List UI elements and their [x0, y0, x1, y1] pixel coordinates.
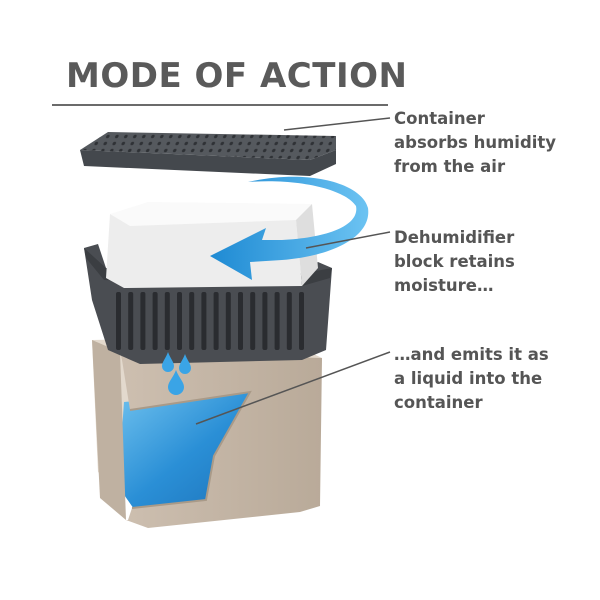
water-drops	[162, 352, 191, 395]
basket-slot	[213, 292, 219, 350]
callout-block: Dehumidifier block retains moisture…	[394, 226, 594, 298]
container-cutout-edge	[129, 390, 252, 509]
callout-line: absorbs humidity	[394, 133, 557, 152]
basket-slot	[201, 292, 207, 350]
basket-slot	[140, 292, 146, 350]
basket-slot	[286, 292, 292, 350]
block-front	[106, 214, 302, 288]
container-box	[92, 336, 322, 528]
callout-line: …and emits it as	[394, 345, 549, 364]
block-top	[110, 202, 312, 226]
basket-slot	[225, 292, 231, 350]
water-drop	[168, 370, 184, 395]
leader-line-water	[195, 351, 391, 425]
callout-lid: Container absorbs humidity from the air	[394, 107, 594, 179]
water-drop	[179, 354, 191, 374]
basket-slot	[116, 292, 121, 350]
water-reservoir	[118, 392, 268, 512]
basket-slot	[250, 292, 256, 350]
basket-slot	[128, 292, 134, 350]
callout-line: block retains	[394, 252, 515, 271]
leader-line-lid	[283, 117, 391, 131]
lid-edge	[80, 150, 336, 176]
basket-slot	[274, 292, 280, 350]
callout-line: container	[394, 393, 483, 412]
moisture-arrow	[210, 176, 369, 280]
basket-slot	[177, 292, 182, 350]
callout-container: …and emits it as a liquid into the conta…	[394, 343, 594, 415]
basket-slot	[189, 292, 195, 350]
lid	[80, 132, 336, 176]
callout-line: Container	[394, 109, 485, 128]
page-title: MODE OF ACTION	[66, 56, 408, 96]
leader-line-block	[305, 231, 391, 249]
basket-slots	[116, 292, 304, 350]
basket-slot	[262, 292, 268, 350]
basket-slot	[238, 292, 243, 350]
basket-slot	[152, 292, 158, 350]
title-underline	[52, 104, 388, 106]
water-drop	[162, 352, 174, 372]
callout-line: a liquid into the	[394, 369, 543, 388]
callout-line: Dehumidifier	[394, 228, 515, 247]
basket-slot	[299, 292, 304, 350]
callout-line: from the air	[394, 157, 506, 176]
container-front-left	[92, 340, 126, 520]
callout-line: moisture…	[394, 276, 494, 295]
lid-top	[80, 132, 336, 160]
basket-slot	[164, 292, 170, 350]
